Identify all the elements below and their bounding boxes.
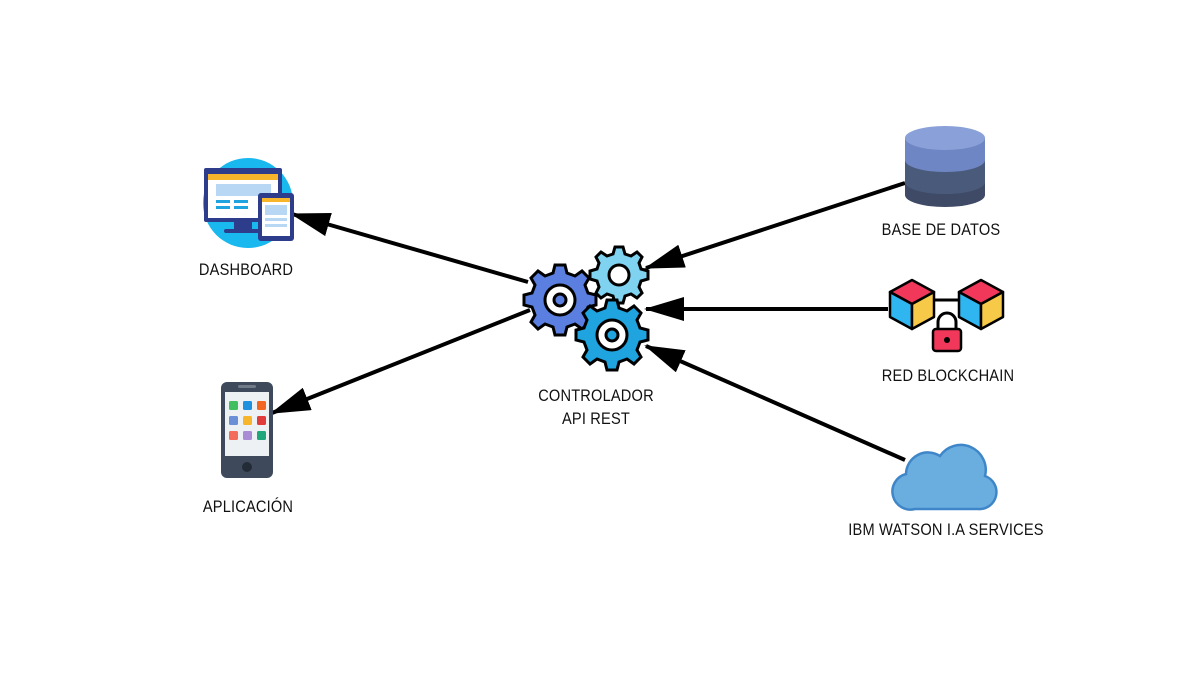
smartphone-icon <box>221 382 273 478</box>
red-blockchain-label: RED BLOCKCHAIN <box>881 366 1015 385</box>
edges <box>270 181 906 462</box>
node-label-dashboard: DASHBOARD <box>194 258 297 281</box>
node-label-controlador: CONTROLADOR API REST <box>536 384 656 430</box>
ibm-watson-label: IBM WATSON I.A SERVICES <box>848 520 1044 539</box>
node-label-ibm-watson: IBM WATSON I.A SERVICES <box>846 518 1046 541</box>
cloud-icon <box>891 443 998 511</box>
dashboard-label: DASHBOARD <box>198 260 294 279</box>
edge-base-de-datos-to-controlador <box>644 181 906 270</box>
base-de-datos-label: BASE DE DATOS <box>881 220 1001 239</box>
edge-ibm-watson-to-controlador <box>644 344 906 462</box>
controlador-label-line1: CONTROLADOR <box>538 386 654 405</box>
node-label-base-de-datos: BASE DE DATOS <box>881 218 1001 241</box>
desktop-tablet-icon <box>203 158 294 248</box>
aplicacion-label: APLICACIÓN <box>202 497 294 516</box>
edge-controlador-to-dashboard <box>290 212 529 284</box>
controlador-label-line2: API REST <box>561 409 630 428</box>
node-label-red-blockchain: RED BLOCKCHAIN <box>879 364 1017 387</box>
edge-controlador-to-aplicacion <box>270 308 531 415</box>
database-icon <box>905 126 985 207</box>
node-label-aplicacion: APLICACIÓN <box>196 495 299 518</box>
blockchain-icon <box>888 278 1005 353</box>
gears-icon <box>522 245 650 372</box>
